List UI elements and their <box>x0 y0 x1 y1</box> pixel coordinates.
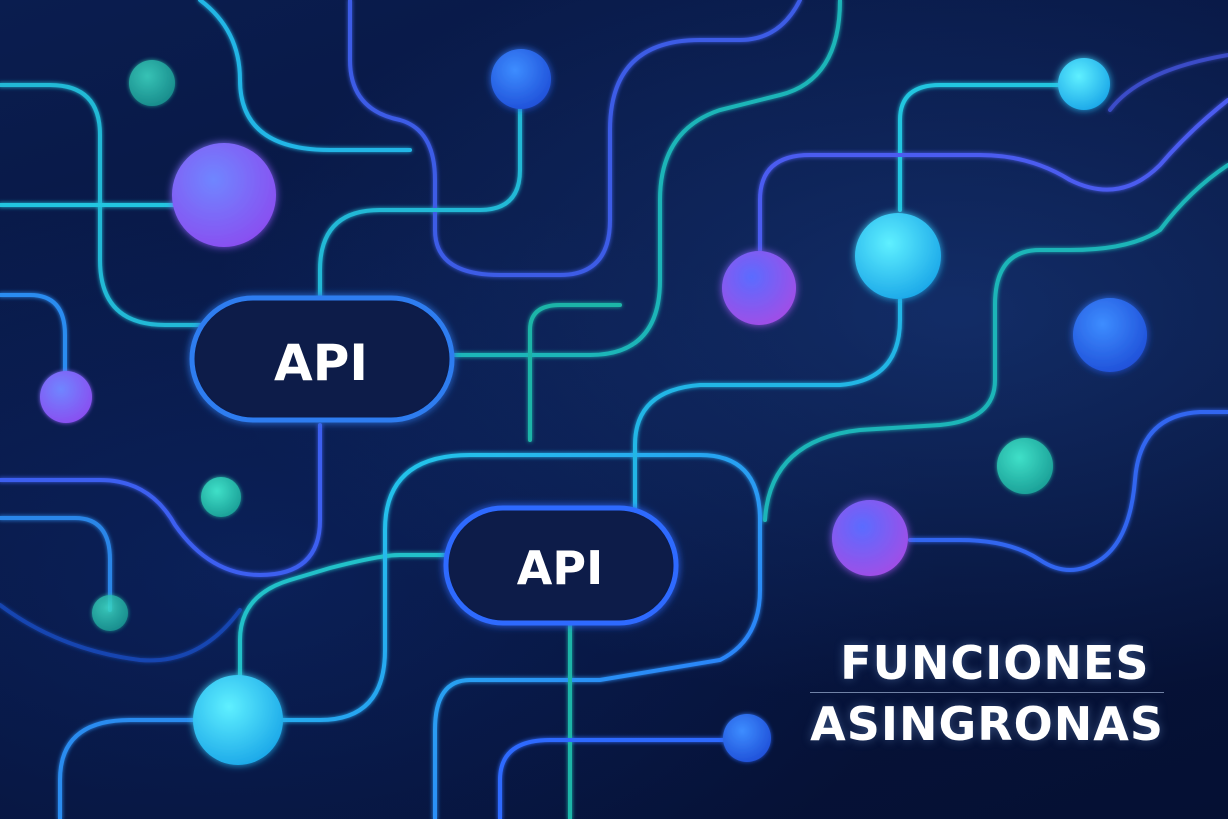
node-dot <box>723 714 771 762</box>
line <box>453 0 842 357</box>
title-line-2: ASINGRONAS <box>810 697 1164 751</box>
line <box>528 303 622 442</box>
title-block: FUNCIONES ASINGRONAS <box>810 636 1164 751</box>
line <box>898 83 1062 212</box>
line <box>0 293 67 397</box>
api-node-bottom: API <box>443 505 679 626</box>
node-dot <box>997 438 1053 494</box>
title-line-1: FUNCIONES <box>810 636 1164 693</box>
line <box>318 98 522 302</box>
line <box>198 0 412 152</box>
line <box>758 98 1228 252</box>
api-label-top: API <box>274 334 368 392</box>
nodes <box>40 49 1147 765</box>
line <box>763 163 1228 522</box>
node-dot <box>855 213 941 299</box>
node-dot <box>1073 298 1147 372</box>
line <box>908 410 1228 572</box>
line <box>498 738 732 819</box>
node-dot <box>1058 58 1110 110</box>
api-label-bottom: API <box>517 541 603 595</box>
line <box>58 718 202 819</box>
node-dot <box>92 595 128 631</box>
line <box>0 603 242 663</box>
line <box>1108 53 1228 112</box>
node-dot <box>172 143 276 247</box>
line <box>633 298 902 512</box>
line <box>278 453 762 819</box>
node-dot <box>40 371 92 423</box>
node-dot <box>193 675 283 765</box>
node-dot <box>832 500 908 576</box>
line <box>0 423 322 578</box>
node-dot <box>129 60 175 106</box>
node-dot <box>722 251 796 325</box>
api-node-top: API <box>189 295 455 423</box>
node-dot <box>201 477 241 517</box>
line <box>0 83 202 327</box>
node-dot <box>491 49 551 109</box>
line <box>238 553 452 682</box>
line <box>348 0 802 277</box>
line <box>0 516 112 612</box>
